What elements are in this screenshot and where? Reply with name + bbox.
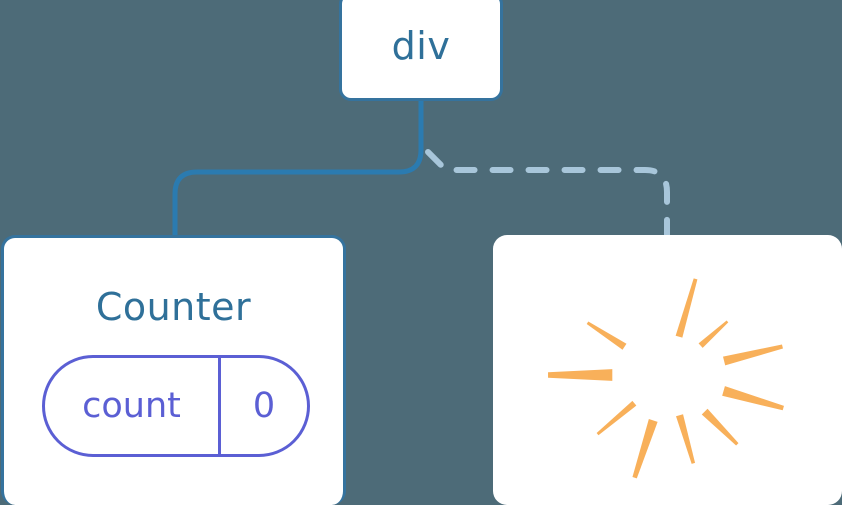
sparkle-ray-4: [701, 408, 739, 446]
sparkle-ray-5: [676, 414, 696, 464]
state-key-label: count: [82, 385, 181, 426]
sparkle-ray-6: [632, 419, 658, 479]
state-pill-count[interactable]: count 0: [42, 355, 310, 457]
sparkle-burst-icon: [548, 278, 784, 479]
edge-div-to-counter: [172, 97, 424, 243]
sparkle-ray-8: [548, 369, 613, 381]
sparkle-ray-2: [723, 344, 783, 366]
state-value-label: 0: [218, 358, 307, 454]
node-div-label: div: [391, 23, 451, 68]
sparkle-ray-9: [586, 321, 627, 350]
sparkle-ray-0: [675, 278, 698, 338]
node-sparkle[interactable]: [493, 235, 842, 505]
node-counter-label: Counter: [95, 285, 252, 329]
sparkle-ray-7: [596, 400, 637, 436]
node-div[interactable]: div: [339, 0, 503, 101]
sparkle-ray-3: [722, 386, 784, 411]
sparkle-ray-1: [698, 320, 729, 348]
edge-div-to-sparkle: [425, 149, 670, 243]
